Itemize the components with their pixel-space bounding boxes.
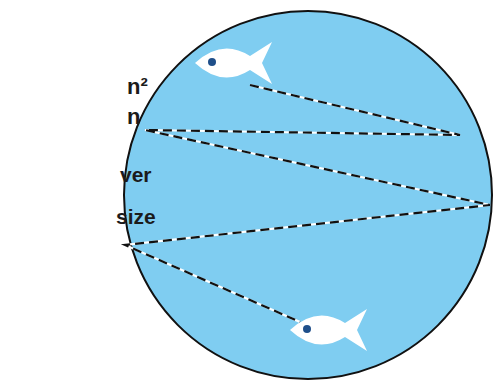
swim-path-base bbox=[125, 85, 490, 322]
text-fragment: n² bbox=[127, 76, 148, 98]
text-fragment: size bbox=[116, 206, 156, 227]
fish-bottom bbox=[290, 309, 367, 351]
text-fragment: ver bbox=[120, 164, 152, 185]
swim-path-dashes bbox=[125, 85, 490, 322]
fish-top bbox=[195, 42, 272, 84]
text-fragment: n bbox=[127, 106, 140, 128]
bowl-circle bbox=[124, 11, 492, 379]
